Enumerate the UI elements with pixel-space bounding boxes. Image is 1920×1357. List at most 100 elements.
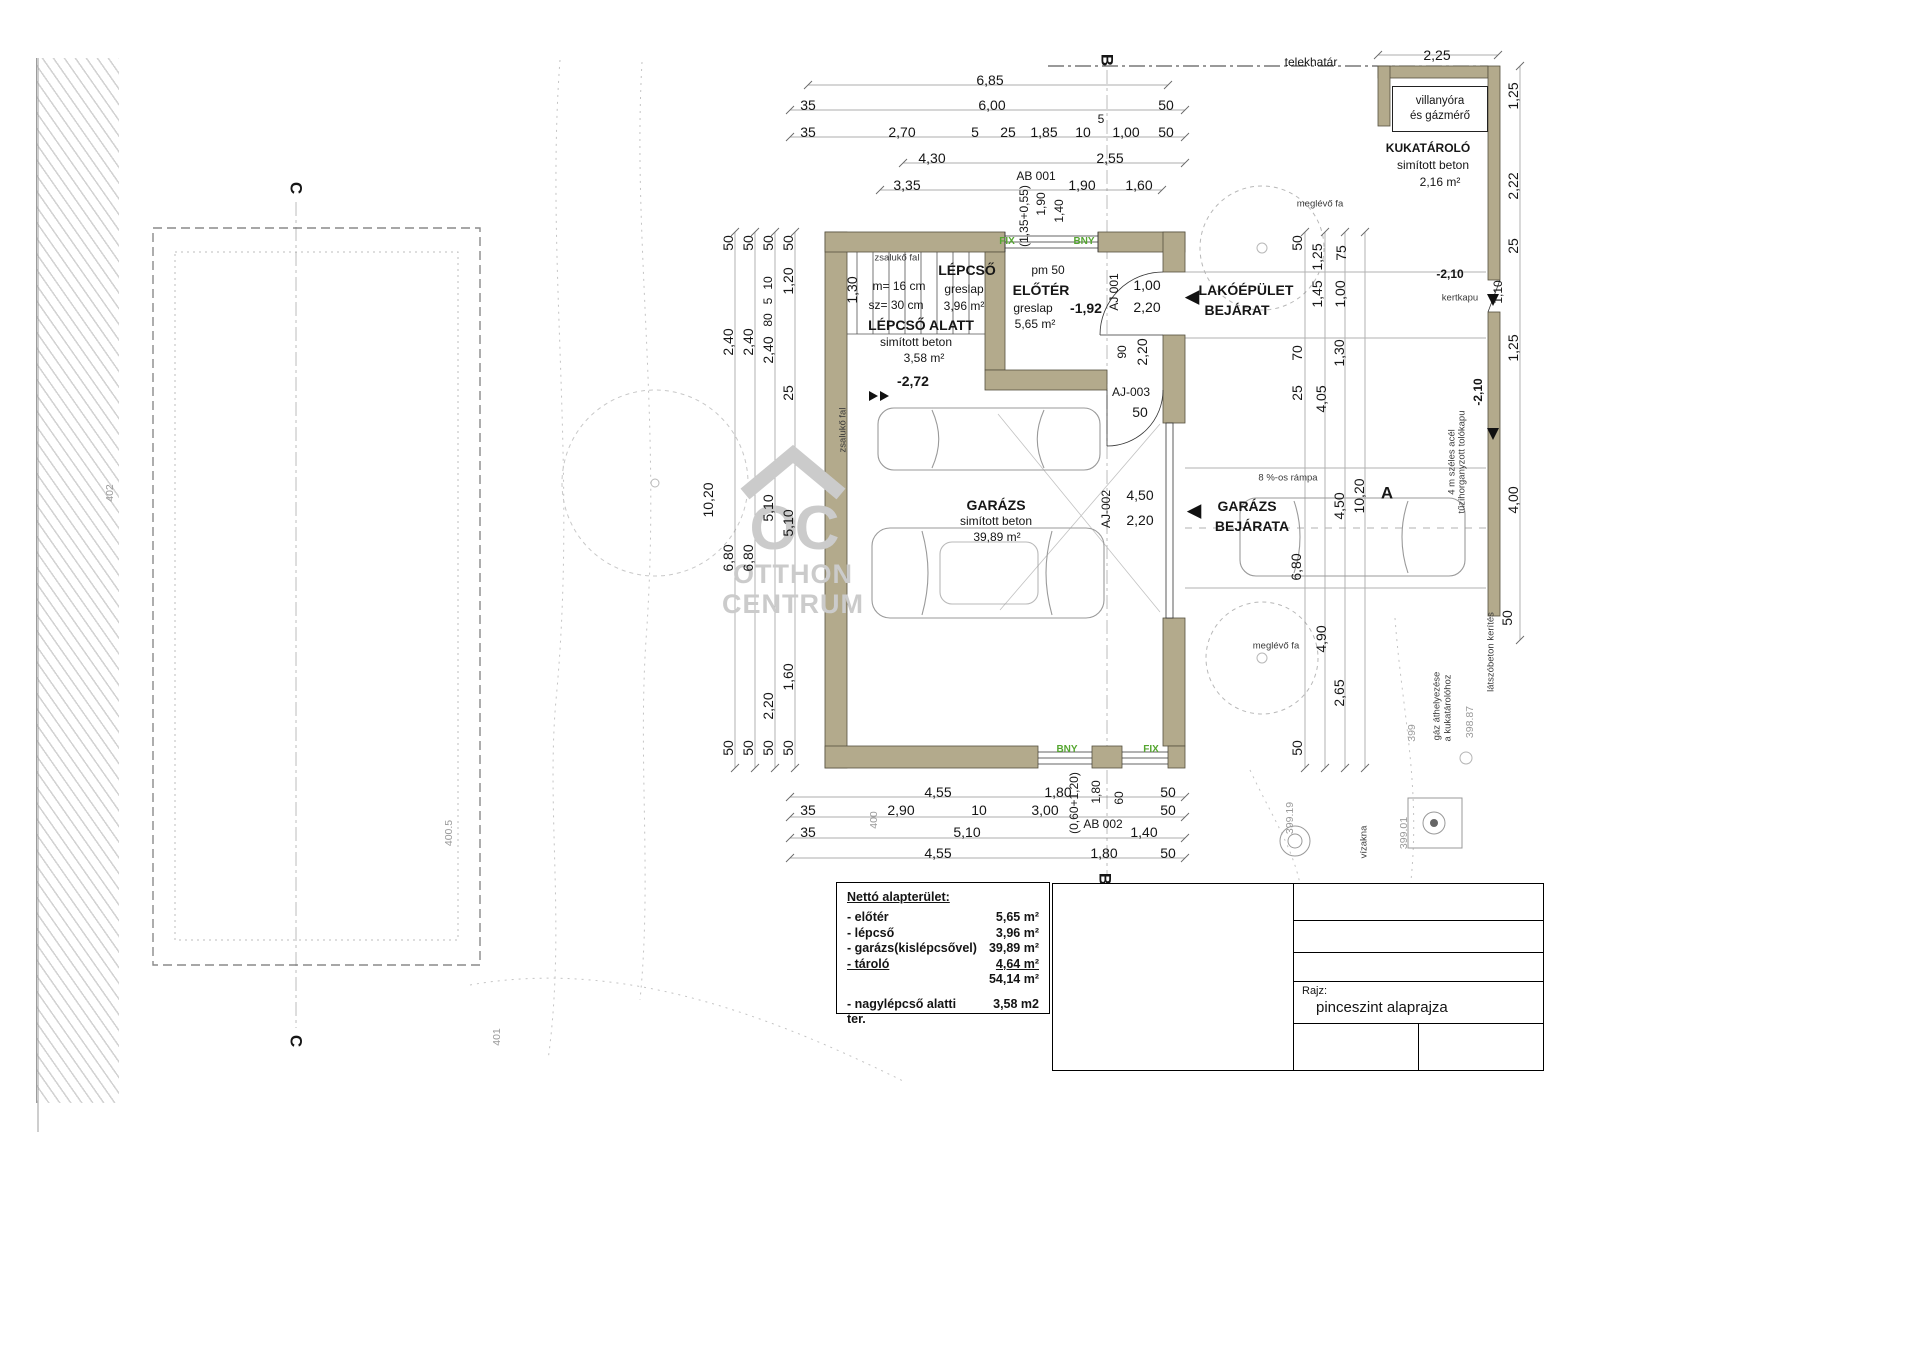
dim: 1,25: [1309, 243, 1325, 271]
door-aj003: AJ-003: [1111, 385, 1151, 399]
dim: 50: [720, 235, 736, 251]
room-lepcso-area: 3,96 m²: [943, 299, 985, 313]
entrance-label: LAKÓÉPÜLET: [1198, 282, 1294, 298]
drawing-title-cell: Rajz: pinceszint alaprajza: [1294, 982, 1543, 1024]
room-garazs-title: GARÁZS: [966, 497, 1026, 513]
title-block-empty-cell: [1053, 884, 1293, 1070]
garage-entrance-label: BEJÁRATA: [1214, 518, 1290, 534]
net-area-row-value: 3,58 m2: [993, 996, 1039, 1011]
dim: 1,40: [1130, 824, 1158, 840]
room-lepcso-title: LÉPCSŐ: [938, 262, 996, 278]
dim: 35: [800, 124, 816, 140]
kukatarolo-area: 2,16 m²: [1419, 175, 1461, 189]
wall-note: zsalukő fal: [874, 252, 920, 264]
dim: 2,22: [1505, 172, 1521, 200]
dim: 2,20: [760, 692, 776, 720]
net-area-row-label: - tároló: [847, 956, 890, 971]
vizakna-label: vízakna: [1358, 825, 1370, 859]
room-lepcso-material: greslap: [944, 282, 984, 296]
title-block-subcell: [1294, 1024, 1419, 1070]
level-value: -2,10: [1471, 378, 1485, 406]
dim: 50: [1132, 404, 1148, 420]
room-lepcso-alatt-title: LÉPCSŐ ALATT: [868, 317, 974, 333]
section-b-top: B: [1097, 53, 1117, 67]
dim: 2,20: [1134, 338, 1150, 366]
tree-note: meglévő fa: [1252, 640, 1300, 652]
utility-meter-line1: villanyóra: [1415, 95, 1465, 108]
dim: 5,10: [953, 824, 981, 840]
elevation: 398.87: [1463, 705, 1476, 739]
dim: 50: [760, 740, 776, 756]
entrance-label: BEJÁRAT: [1204, 302, 1270, 318]
garage-arrow-icon: ◀: [1186, 500, 1202, 522]
stairs: [847, 252, 985, 335]
dim: 1,45: [1309, 280, 1325, 308]
net-area-row-label: - előtér: [847, 910, 889, 924]
door-aj002: AJ-002: [1099, 489, 1113, 529]
elevation: 400: [867, 811, 880, 829]
dim: 4,05: [1313, 385, 1329, 413]
net-area-row-value: 4,64 m²: [995, 956, 1039, 971]
room-lepcso-alatt-material: simított beton: [879, 335, 953, 349]
room-garazs-area: 39,89 m²: [973, 530, 1021, 544]
drawing-title-value: pinceszint alaprajza: [1316, 999, 1448, 1016]
dim: 5: [971, 124, 979, 140]
dim: 50: [1160, 845, 1176, 861]
level-value: -2,72: [897, 373, 929, 389]
dim: 10: [971, 802, 987, 818]
gate-note: kertkapu: [1441, 292, 1479, 304]
section-c-bottom: C: [286, 1034, 306, 1048]
door-aj001: AJ 001: [1107, 273, 1121, 311]
garage-floor-diagonals: [997, 413, 1161, 613]
room-lepcso-alatt-area: 3,58 m²: [903, 351, 945, 365]
site-contour-lines: [37, 58, 1415, 1132]
window-type: FIX: [999, 236, 1015, 247]
dim: 50: [780, 235, 796, 251]
dim: 5: [761, 297, 775, 305]
title-block-cell: [1294, 884, 1543, 921]
net-area-title: Nettó alapterület:: [847, 890, 950, 904]
boundary-label: telekhatár: [1284, 55, 1338, 69]
window-type: BNY: [1056, 744, 1078, 755]
room-garazs-material: simított beton: [959, 514, 1033, 528]
pool-dashed-outline: [152, 227, 481, 966]
kukatarolo-title: KUKATÁROLÓ: [1385, 141, 1471, 155]
dim: 6,80: [740, 544, 756, 572]
window-type: BNY: [1073, 236, 1095, 247]
dim: 1,60: [780, 663, 796, 691]
room-eloter-material: greslap: [1013, 301, 1053, 315]
dim: 6,80: [720, 544, 736, 572]
title-block-cell: [1294, 921, 1543, 953]
dim: 2,20: [1133, 299, 1161, 315]
dim: 50: [760, 235, 776, 251]
dim: 5: [1097, 112, 1105, 126]
ramp-note: 8 %-os rámpa: [1258, 472, 1318, 484]
dim: 1,00: [1332, 280, 1348, 308]
terrain-hatch: [36, 58, 119, 1103]
net-area-row-value: 5,65 m²: [995, 910, 1039, 924]
net-area-row-value: 54,14 m²: [988, 972, 1039, 986]
dim: 1,40: [1052, 199, 1066, 223]
dim: 2,40: [760, 336, 776, 364]
dim: 1,80: [1089, 780, 1103, 804]
elevation: 400.5: [442, 819, 455, 847]
dim: 2,40: [740, 328, 756, 356]
roof-icon: [740, 444, 846, 500]
stair-direction-marks: [869, 391, 889, 401]
site-objects: [1279, 751, 1473, 857]
dim: 50: [1160, 802, 1176, 818]
elevation: 402: [103, 484, 116, 502]
dim: 10,20: [700, 482, 716, 518]
dim: 4,50: [1126, 487, 1154, 503]
net-area-row: - tároló 4,64 m²: [847, 957, 1039, 973]
gas-note: gáz áthelyezése: [1431, 671, 1443, 741]
title-block-cell: [1294, 1024, 1543, 1070]
dim: 50: [740, 740, 756, 756]
dim: 1,30: [844, 276, 860, 304]
dim: 50: [720, 740, 736, 756]
dim: 3,00: [1031, 802, 1059, 818]
